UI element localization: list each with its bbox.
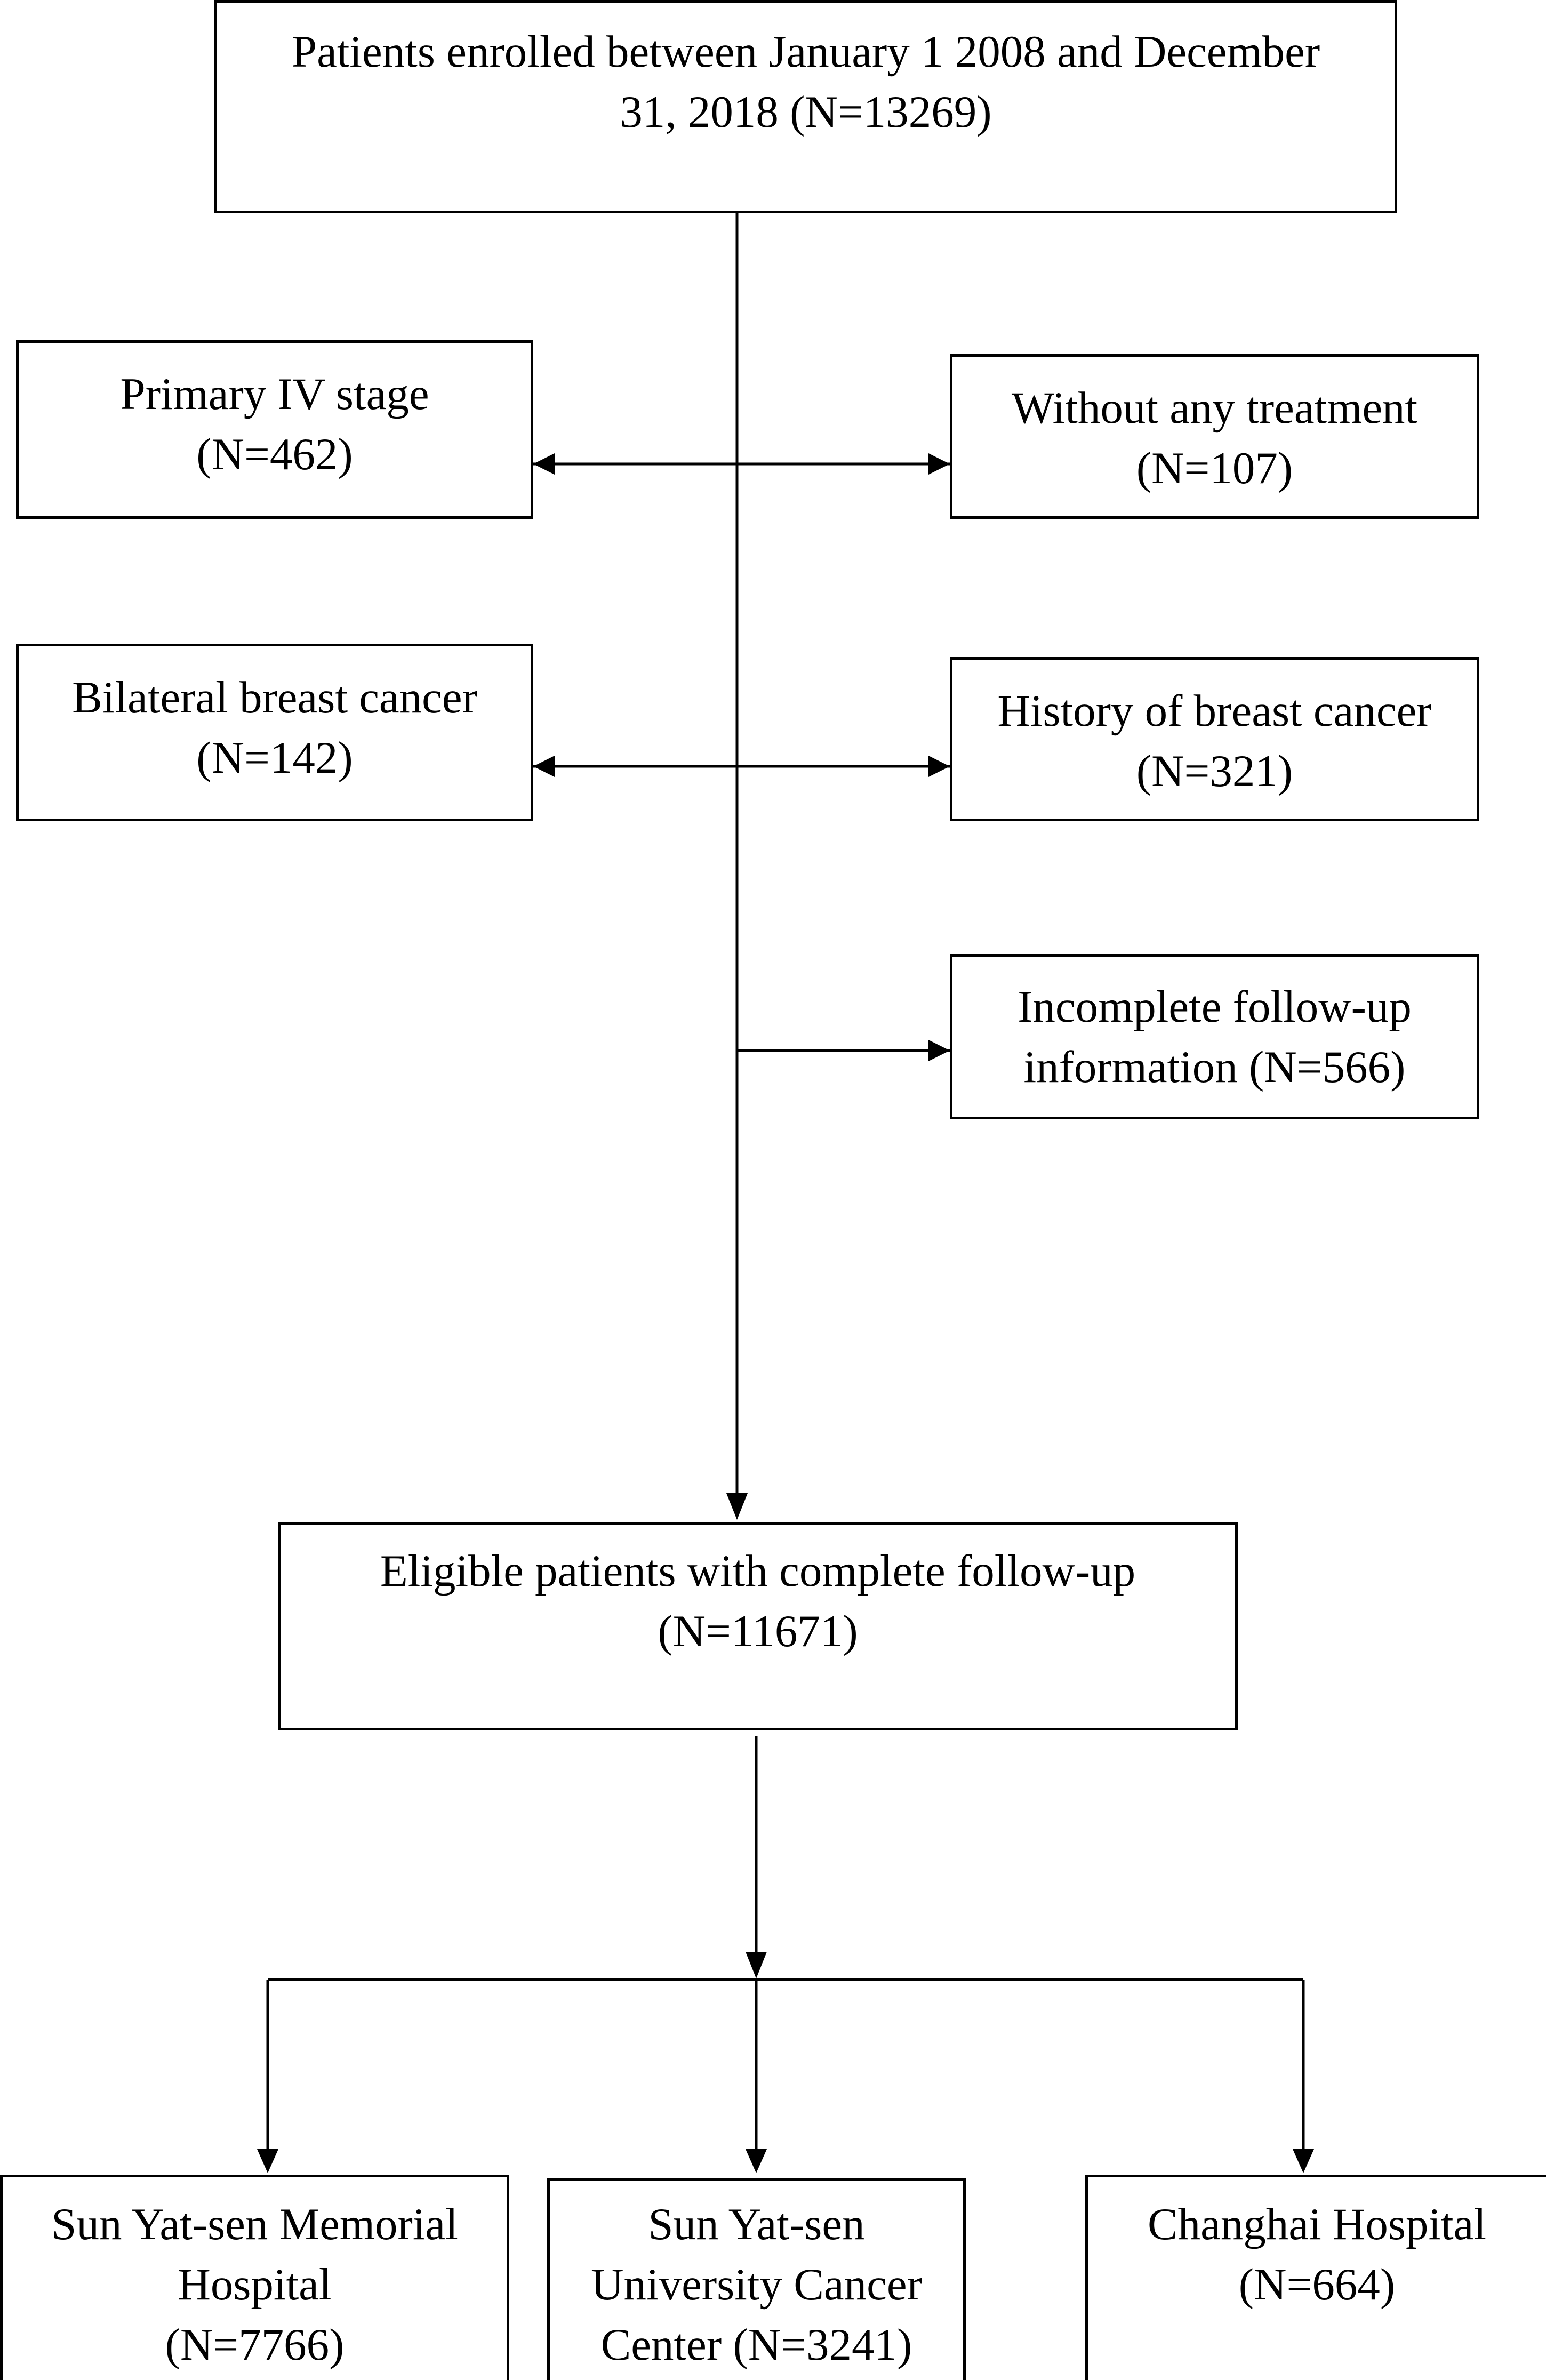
changhai-center-box: Changhai Hospital (N=664) xyxy=(1085,2175,1546,2380)
arrowhead-changhai xyxy=(1293,2149,1314,2173)
history-of-breast-cancer-box: History of breast cancer (N=321) xyxy=(950,657,1479,821)
arrowhead-without-treatment xyxy=(928,453,950,475)
eligible-line-2: (N=11671) xyxy=(658,1606,858,1656)
enrolled-patients-box: Patients enrolled between January 1 2008… xyxy=(214,0,1397,213)
sysmh-line-1: Sun Yat-sen Memorial xyxy=(51,2199,458,2249)
enrolled-line-2: 31, 2018 (N=13269) xyxy=(620,87,992,137)
enrolled-line-1: Patients enrolled between January 1 2008… xyxy=(291,27,1320,77)
incomplete-line-2: information (N=566) xyxy=(1023,1042,1406,1092)
changhai-line-2: (N=664) xyxy=(1238,2259,1396,2310)
history-count: (N=321) xyxy=(1136,746,1293,796)
arrowhead-split xyxy=(746,1952,767,1978)
arrowhead-sysucc xyxy=(746,2149,767,2173)
eligible-patients-box: Eligible patients with complete follow-u… xyxy=(278,1522,1238,1730)
arrowhead-bilateral xyxy=(533,756,555,777)
eligible-line-1: Eligible patients with complete follow-u… xyxy=(380,1546,1136,1596)
sysucc-line-1: Sun Yat-sen xyxy=(648,2199,865,2249)
sysmh-line-2: Hospital xyxy=(178,2259,332,2310)
without-treatment-box: Without any treatment (N=107) xyxy=(950,354,1479,519)
sysucc-line-2: University Cancer xyxy=(591,2259,922,2310)
primary-iv-stage-box: Primary IV stage (N=462) xyxy=(16,340,533,519)
arrowhead-primary-iv xyxy=(533,453,555,475)
sysmh-center-box: Sun Yat-sen Memorial Hospital (N=7766) xyxy=(0,2175,509,2380)
without-treatment-label: Without any treatment xyxy=(1011,383,1418,433)
incomplete-follow-up-box: Incomplete follow-up information (N=566) xyxy=(950,954,1479,1119)
bilateral-label: Bilateral breast cancer xyxy=(72,672,477,723)
incomplete-line-1: Incomplete follow-up xyxy=(1018,982,1412,1032)
arrowhead-incomplete xyxy=(928,1040,950,1061)
sysmh-line-3: (N=7766) xyxy=(165,2320,345,2370)
bilateral-count: (N=142) xyxy=(196,733,353,783)
sysucc-center-box: Sun Yat-sen University Cancer Center (N=… xyxy=(547,2178,966,2380)
primary-iv-count: (N=462) xyxy=(196,429,353,479)
sysucc-line-3: Center (N=3241) xyxy=(600,2320,912,2370)
changhai-line-1: Changhai Hospital xyxy=(1147,2199,1487,2249)
without-treatment-count: (N=107) xyxy=(1136,443,1293,493)
arrowhead-history xyxy=(928,756,950,777)
arrowhead-eligible xyxy=(726,1493,748,1520)
arrowhead-sysmh xyxy=(257,2149,278,2173)
bilateral-breast-cancer-box: Bilateral breast cancer (N=142) xyxy=(16,644,533,821)
history-label: History of breast cancer xyxy=(997,686,1432,736)
primary-iv-label: Primary IV stage xyxy=(120,369,429,419)
